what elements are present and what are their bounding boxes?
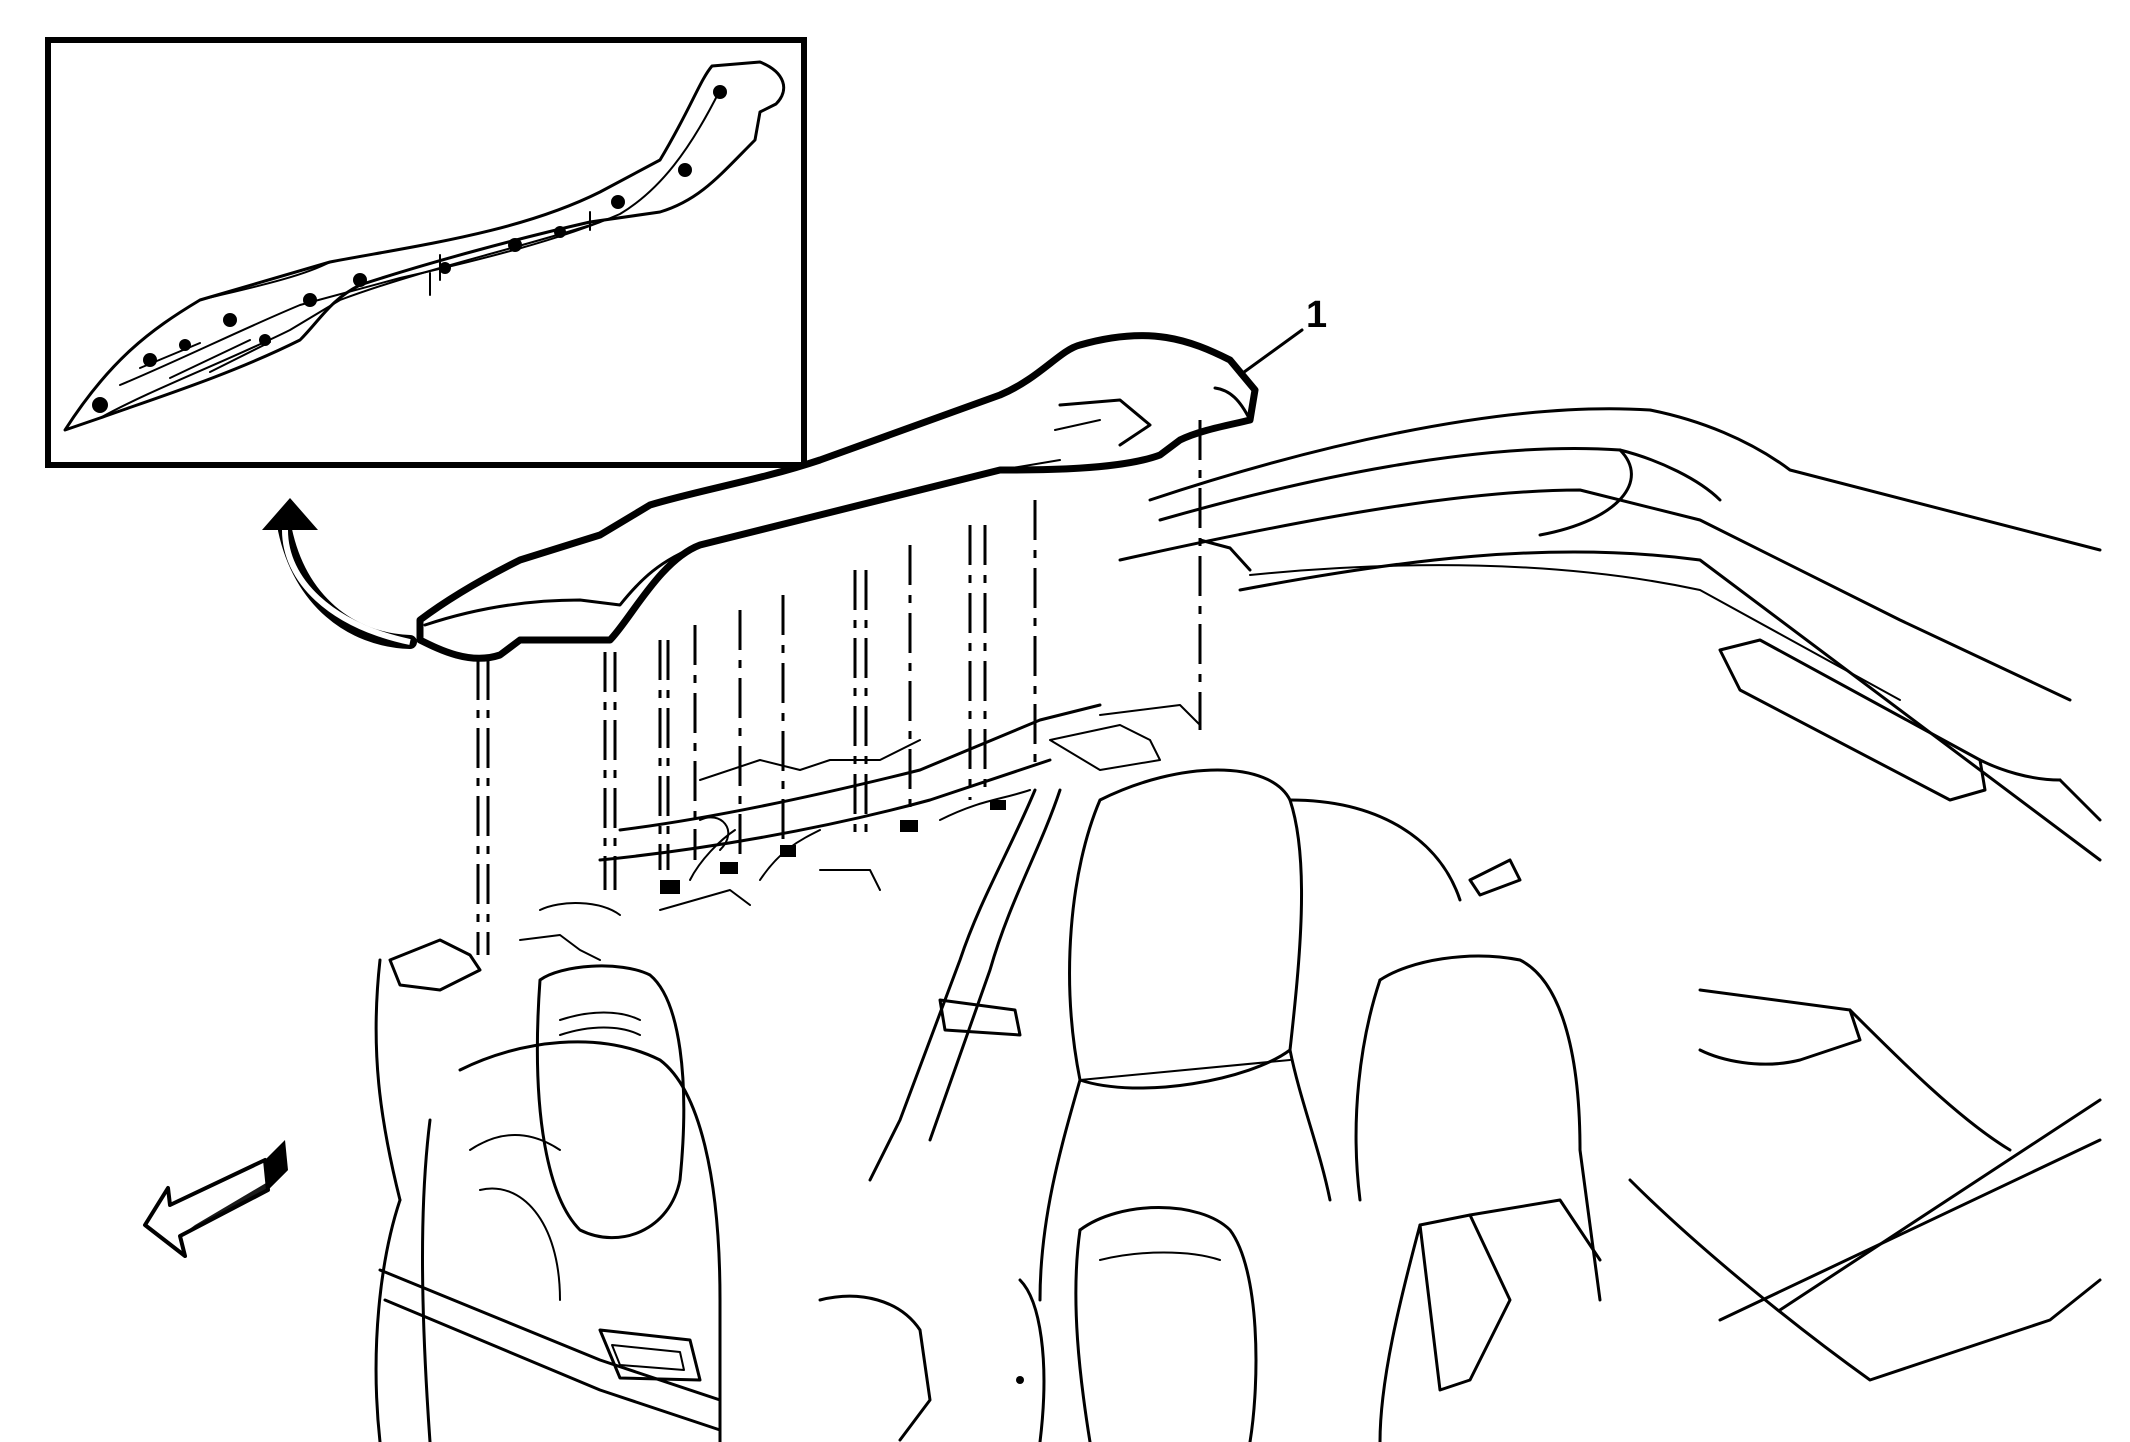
detail-inset [45,37,807,468]
curved-arrow-icon [262,498,417,649]
vehicle-body [374,407,2102,1442]
vehicle-front-arrow-icon [143,1140,288,1258]
trim-panel-main [416,332,1259,955]
fastener-alignment-lines [476,420,1202,955]
callout-leader-1 [1238,328,1304,377]
wiring-harness [660,704,1201,894]
callout-label-1: 1 [1306,294,1328,336]
trim-clips [92,85,727,413]
